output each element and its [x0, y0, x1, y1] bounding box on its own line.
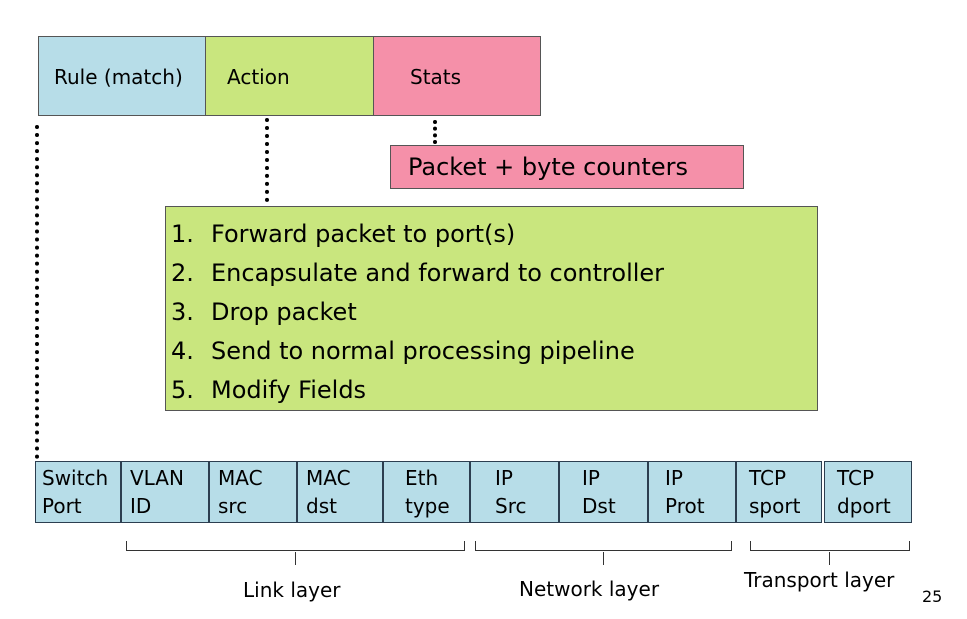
packet-byte-counters-box: Packet + byte counters: [390, 145, 744, 189]
stats-connector: [433, 120, 437, 144]
action-connector: [265, 118, 269, 202]
stats-label: Stats: [410, 65, 462, 89]
transport-layer-tick: [829, 552, 830, 565]
action-item: 3.Drop packet: [171, 298, 357, 326]
action-item: 4.Send to normal processing pipeline: [171, 337, 635, 365]
page-number: 25: [922, 587, 943, 606]
link-layer-label: Link layer: [243, 578, 341, 602]
network-layer-tick: [603, 552, 604, 565]
actions-list-box: 1.Forward packet to port(s) 2.Encapsulat…: [165, 206, 818, 411]
network-layer-bracket: [475, 541, 732, 551]
packet-byte-counters-text: Packet + byte counters: [408, 153, 688, 181]
rule-connector: [35, 125, 39, 459]
rule-match-label: Rule (match): [54, 65, 183, 89]
action-label: Action: [227, 65, 290, 89]
transport-layer-label: Transport layer: [744, 568, 895, 592]
action-box: Action: [205, 36, 374, 116]
rule-match-box: Rule (match): [38, 36, 206, 116]
transport-layer-bracket: [750, 541, 910, 551]
network-layer-label: Network layer: [519, 577, 660, 601]
link-layer-bracket: [126, 541, 465, 551]
link-layer-tick: [295, 552, 296, 565]
action-item: 5.Modify Fields: [171, 376, 367, 404]
action-item: 1.Forward packet to port(s): [171, 220, 516, 248]
stats-box: Stats: [373, 36, 541, 116]
action-item: 2.Encapsulate and forward to controller: [171, 259, 665, 287]
actions-list: 1.Forward packet to port(s) 2.Encapsulat…: [171, 215, 817, 410]
